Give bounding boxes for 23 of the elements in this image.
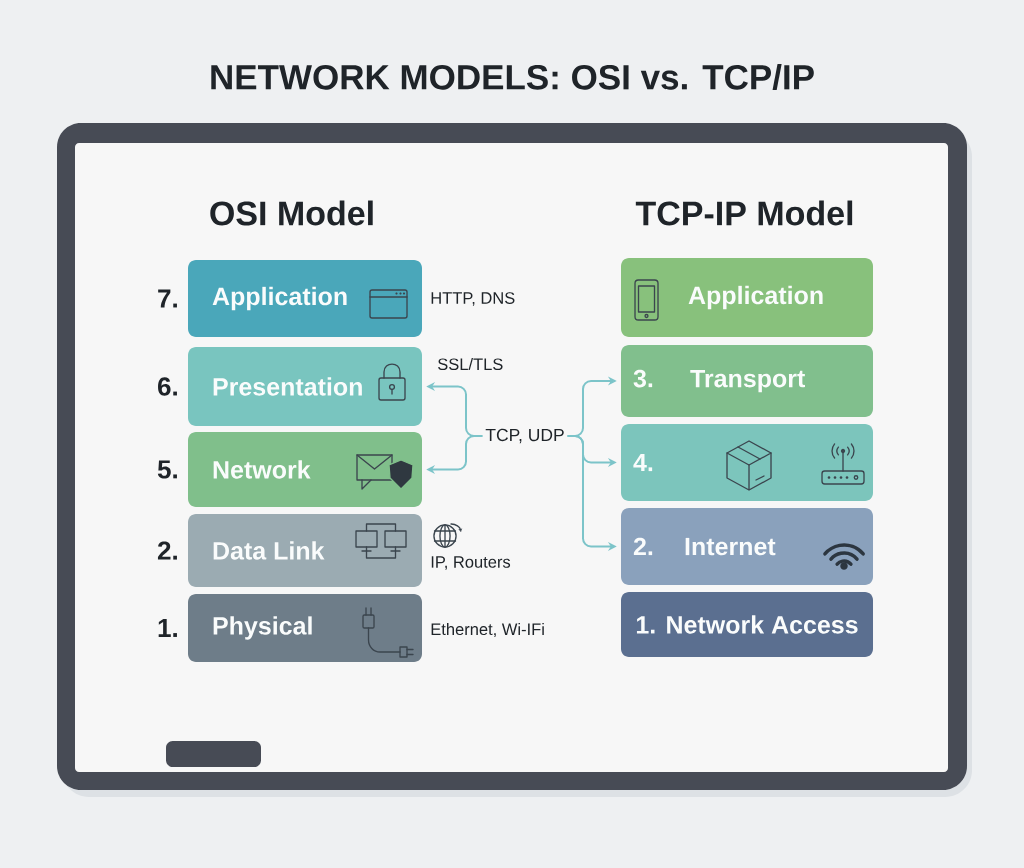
layer-box: 1. Network Access bbox=[621, 592, 873, 657]
layer-box: 2. Internet bbox=[621, 508, 873, 585]
layer-box: 3. Transport bbox=[621, 345, 873, 417]
layer-number: 6. bbox=[158, 377, 177, 396]
layer-number: 2. bbox=[157, 541, 177, 560]
protocol-label: TCP, UDP bbox=[482, 426, 568, 446]
layer-box: Data Link bbox=[188, 514, 422, 587]
layer-box: Application bbox=[621, 258, 873, 337]
layer-box: Physical bbox=[188, 594, 422, 662]
layer-box: Presentation bbox=[188, 347, 422, 426]
protocol-label: SSL/TLS bbox=[438, 357, 503, 371]
column-heading: TCP-IP Model bbox=[635, 200, 853, 226]
layer-box: Network bbox=[188, 432, 422, 507]
column-heading: OSI Model bbox=[210, 200, 373, 226]
layer-box: Application bbox=[188, 260, 422, 337]
layer-box: 4. bbox=[621, 424, 873, 501]
title: NETWORK MODELS: OSI vs. TCP/IP bbox=[211, 63, 814, 91]
protocol-label: Ethernet, Wi-IFi bbox=[431, 622, 544, 638]
protocol-label: HTTP, DNS bbox=[431, 292, 515, 306]
layer-number: 7. bbox=[158, 289, 177, 308]
protocol-label: IP, Routers bbox=[431, 556, 511, 570]
layer-number: 5. bbox=[157, 460, 177, 479]
layer-number: 1. bbox=[158, 619, 177, 637]
